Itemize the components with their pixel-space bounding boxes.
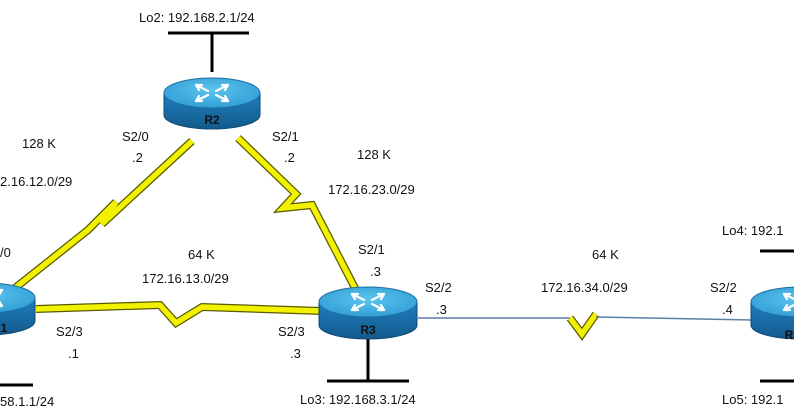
router-r3-label: R3 bbox=[360, 323, 376, 337]
r3-s2-2-interface: S2/2 bbox=[425, 280, 452, 295]
lo5-label: Lo5: 192.1 bbox=[722, 392, 783, 407]
r3-s2-2-ip: .3 bbox=[436, 302, 447, 317]
r3-s2-1-ip: .3 bbox=[370, 264, 381, 279]
r2-s2-0-ip: .2 bbox=[132, 150, 143, 165]
loopback-lo3 bbox=[327, 338, 409, 383]
r2r3-bandwidth: 128 K bbox=[357, 147, 391, 162]
lo2-label: Lo2: 192.168.2.1/24 bbox=[139, 10, 255, 25]
r3-s2-1-interface: S2/1 bbox=[358, 242, 385, 257]
loopback-lo2 bbox=[168, 31, 249, 72]
r3-s2-3-ip: .3 bbox=[290, 346, 301, 361]
router-r1-label: 1 bbox=[1, 321, 8, 335]
r2-s2-1-interface: S2/1 bbox=[272, 129, 299, 144]
r2-s2-0-interface: S2/0 bbox=[122, 129, 149, 144]
router-r1[interactable]: 1 bbox=[0, 283, 36, 335]
r2-s2-1-ip: .2 bbox=[284, 150, 295, 165]
serial-link-r2-r3 bbox=[235, 135, 360, 292]
r4-s2-2-ip: .4 bbox=[722, 302, 733, 317]
lo1-label: 58.1.1/24 bbox=[0, 394, 54, 409]
r3-s2-3-interface: S2/3 bbox=[278, 324, 305, 339]
lo4-label: Lo4: 192.1 bbox=[722, 223, 783, 238]
r1r3-subnet: 172.16.13.0/29 bbox=[142, 271, 229, 286]
r1-s2-3-interface: S2/3 bbox=[56, 324, 83, 339]
router-r2-label: R2 bbox=[204, 113, 220, 127]
serial-link-r1-r2 bbox=[7, 138, 195, 296]
serial-link-r3-r4 bbox=[418, 311, 753, 341]
r1r3-bandwidth: 64 K bbox=[188, 247, 215, 262]
r3r4-subnet: 172.16.34.0/29 bbox=[541, 280, 628, 295]
router-r4-label: R bbox=[785, 328, 794, 342]
r3r4-bandwidth: 64 K bbox=[592, 247, 619, 262]
lo3-label: Lo3: 192.168.3.1/24 bbox=[300, 392, 416, 407]
r1-s2-3-ip: .1 bbox=[68, 346, 79, 361]
r1r2-bandwidth: 128 K bbox=[22, 136, 56, 151]
router-r3[interactable]: R3 bbox=[318, 286, 418, 340]
r4-s2-2-interface: S2/2 bbox=[710, 280, 737, 295]
r1-s2-0-interface: /0 bbox=[0, 245, 11, 260]
serial-link-r1-r3 bbox=[35, 300, 323, 329]
r2r3-subnet: 172.16.23.0/29 bbox=[328, 182, 415, 197]
router-r4[interactable]: R bbox=[750, 286, 794, 342]
router-r2[interactable]: R2 bbox=[163, 77, 261, 130]
r1r2-subnet: 2.16.12.0/29 bbox=[0, 174, 72, 189]
